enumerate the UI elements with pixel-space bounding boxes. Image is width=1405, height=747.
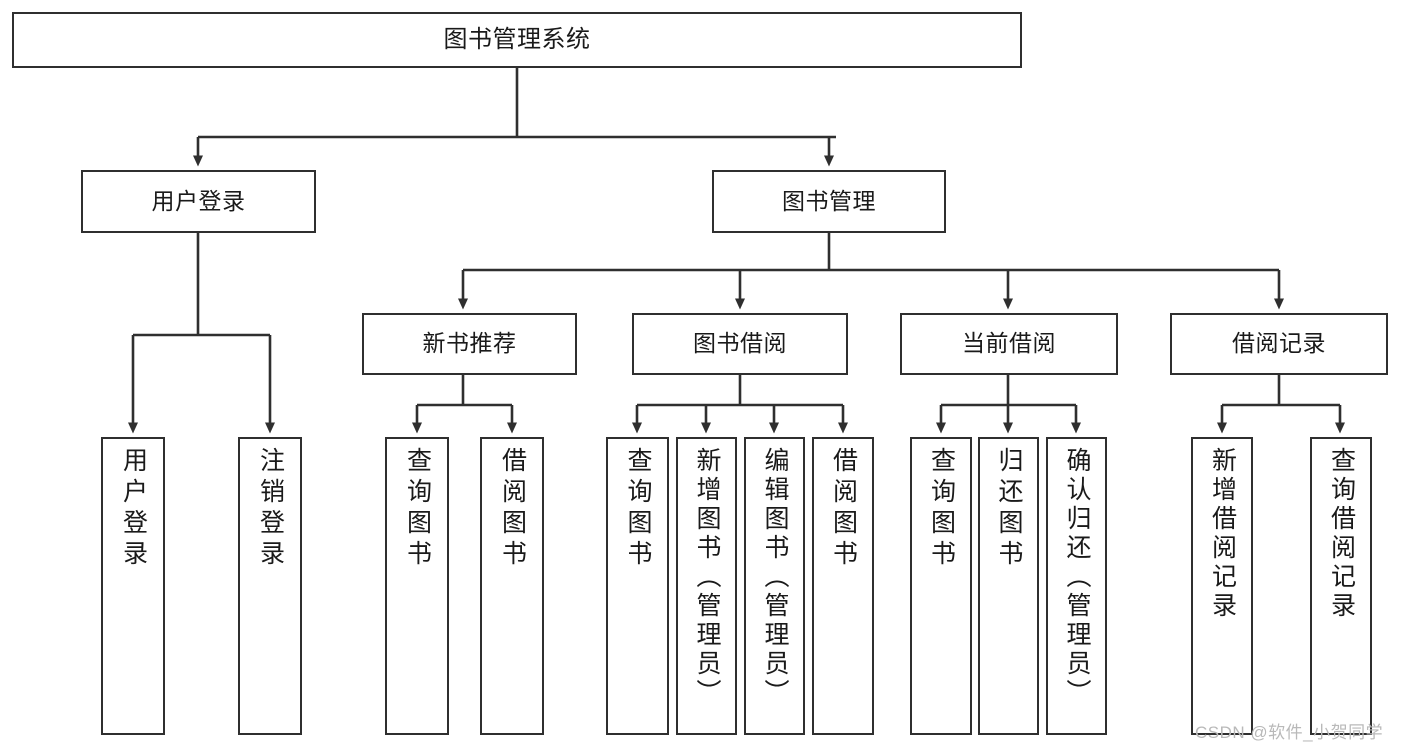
node-label: 用户登录 <box>119 447 148 571</box>
leaf-borrow-book-new[interactable]: 借阅图书 <box>480 437 544 735</box>
node-new-book-recommend[interactable]: 新书推荐 <box>362 313 577 375</box>
node-label: 用户登录 <box>151 187 246 214</box>
leaf-borrow-book[interactable]: 借阅图书 <box>812 437 874 735</box>
node-label: 注销登录 <box>256 447 285 571</box>
leaf-query-book-new[interactable]: 查询图书 <box>385 437 449 735</box>
node-label: 新增图书（管理员） <box>693 447 721 708</box>
leaf-query-borrow-record[interactable]: 查询借阅记录 <box>1310 437 1372 735</box>
leaf-query-book-borrow[interactable]: 查询图书 <box>606 437 669 735</box>
node-label: 图书借阅 <box>693 330 787 357</box>
leaf-user-login[interactable]: 用户登录 <box>101 437 165 735</box>
node-label: 新书推荐 <box>422 330 517 357</box>
node-label: 查询图书 <box>624 447 652 571</box>
node-label: 编辑图书（管理员） <box>761 447 789 708</box>
node-label: 当前借阅 <box>962 330 1056 357</box>
node-root-book-management-system[interactable]: 图书管理系统 <box>12 12 1022 68</box>
node-label: 借阅记录 <box>1232 330 1326 357</box>
node-book-management[interactable]: 图书管理 <box>712 170 946 233</box>
leaf-user-logout[interactable]: 注销登录 <box>238 437 302 735</box>
node-label: 借阅图书 <box>498 447 527 571</box>
leaf-query-book-current[interactable]: 查询图书 <box>910 437 972 735</box>
node-label: 查询图书 <box>403 447 432 571</box>
node-user-login[interactable]: 用户登录 <box>81 170 316 233</box>
leaf-add-book-admin[interactable]: 新增图书（管理员） <box>676 437 737 735</box>
node-label: 归还图书 <box>995 447 1023 571</box>
node-borrow-record[interactable]: 借阅记录 <box>1170 313 1388 375</box>
node-label: 确认归还（管理员） <box>1063 447 1091 708</box>
node-label: 查询图书 <box>927 447 956 571</box>
leaf-add-borrow-record[interactable]: 新增借阅记录 <box>1191 437 1253 735</box>
node-label: 图书管理 <box>782 187 876 214</box>
node-label: 新增借阅记录 <box>1208 447 1237 621</box>
node-current-borrow[interactable]: 当前借阅 <box>900 313 1118 375</box>
csdn-watermark: CSDN @软件_小贺同学 <box>1195 723 1384 742</box>
leaf-confirm-return-admin[interactable]: 确认归还（管理员） <box>1046 437 1107 735</box>
node-label: 查询借阅记录 <box>1327 447 1356 621</box>
node-label: 借阅图书 <box>829 447 858 571</box>
leaf-return-book[interactable]: 归还图书 <box>978 437 1039 735</box>
leaf-edit-book-admin[interactable]: 编辑图书（管理员） <box>744 437 805 735</box>
node-label: 图书管理系统 <box>443 25 591 53</box>
node-book-borrow[interactable]: 图书借阅 <box>632 313 848 375</box>
